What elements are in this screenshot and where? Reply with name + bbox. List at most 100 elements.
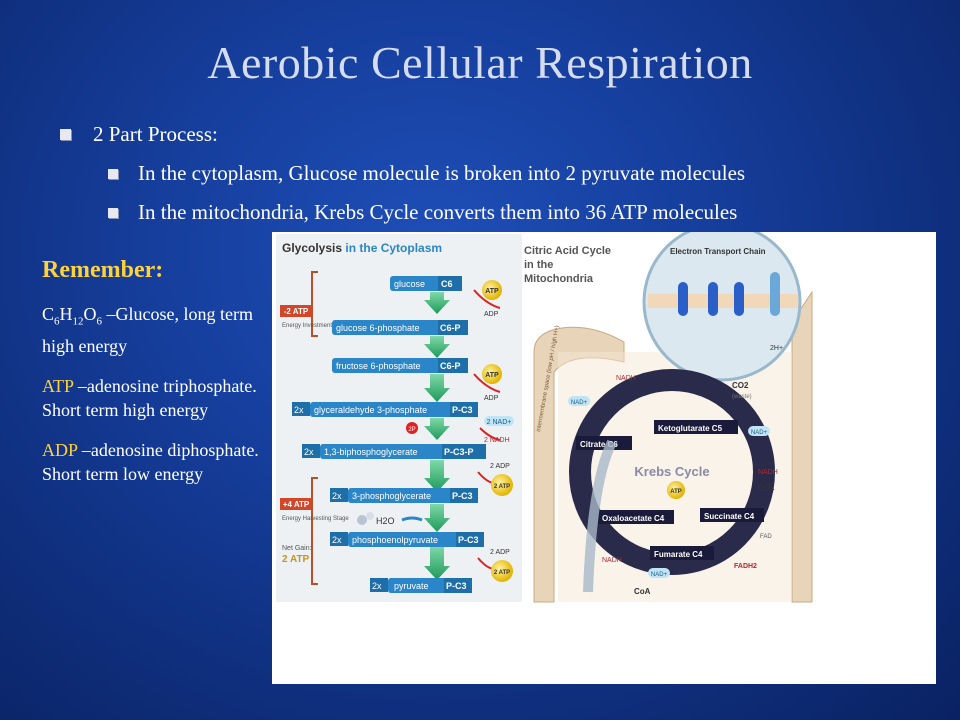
svg-text:+4 ATP: +4 ATP <box>283 500 310 509</box>
svg-text:ATP: ATP <box>670 489 682 495</box>
svg-text:ADP: ADP <box>484 311 499 318</box>
svg-text:Ketoglutarate C5: Ketoglutarate C5 <box>658 424 723 433</box>
svg-text:P-C3: P-C3 <box>452 491 473 501</box>
svg-text:Succinate C4: Succinate C4 <box>704 512 755 521</box>
glycolysis-title: Glycolysis in the Cytoplasm <box>282 241 442 255</box>
svg-text:Oxaloacetate C4: Oxaloacetate C4 <box>602 514 665 523</box>
svg-text:Energy Harvesting Stage: Energy Harvesting Stage <box>282 516 349 522</box>
respiration-diagram: Glycolysis in the Cytoplasm -2 ATP Energ… <box>272 222 936 684</box>
svg-text:2x: 2x <box>304 447 314 457</box>
bullet-item-main: 2 Part Process: <box>60 122 745 147</box>
step-1-3-biphosphoglycerate: 2x 1,3-biphosphoglycerate P-C3-P <box>302 444 486 459</box>
step-pyruvate: 2x pyruvate P-C3 <box>370 578 472 593</box>
svg-text:H2O: H2O <box>376 516 395 526</box>
slide-title: Aerobic Cellular Respiration <box>207 37 753 88</box>
svg-text:2 NADH: 2 NADH <box>484 437 510 444</box>
bullet-list: 2 Part Process: In the cytoplasm, Glucos… <box>60 122 745 225</box>
glucose-definition: C6H12O6 –Glucose, long term high energy <box>42 304 253 356</box>
svg-text:ADP: ADP <box>484 395 499 402</box>
sub-bullet-item: In the mitochondria, Krebs Cycle convert… <box>108 200 745 225</box>
square-bullet-icon <box>108 207 118 218</box>
atp-token-2: ATP ADP <box>473 364 502 402</box>
etc-inset: Electron Transport Chain 2H+ <box>642 222 802 382</box>
svg-text:2H+: 2H+ <box>770 345 783 352</box>
svg-text:Citrate C6: Citrate C6 <box>580 440 618 449</box>
svg-text:2 ATP: 2 ATP <box>494 570 510 576</box>
step-glucose-6-phosphate: glucose 6-phosphate C6-P <box>332 320 468 335</box>
svg-text:2 ADP: 2 ADP <box>490 463 510 470</box>
remember-box: Remember: C6H12O6 –Glucose, long term hi… <box>42 258 262 502</box>
svg-text:glucose 6-phosphate: glucose 6-phosphate <box>336 323 420 333</box>
step-glucose: glucose C6 <box>390 276 462 291</box>
svg-text:2 ADP: 2 ADP <box>490 549 510 556</box>
svg-text:2P: 2P <box>408 427 415 433</box>
sub-bullet-item: In the cytoplasm, Glucose molecule is br… <box>108 161 745 186</box>
svg-text:P-C3: P-C3 <box>452 405 473 415</box>
energy-harvesting-label: +4 ATP Energy Harvesting Stage Net Gain:… <box>280 498 349 565</box>
square-bullet-icon <box>60 129 71 140</box>
svg-text:Fumarate C4: Fumarate C4 <box>654 550 703 559</box>
svg-text:CO2: CO2 <box>758 483 775 492</box>
svg-text:CoA: CoA <box>634 587 651 596</box>
svg-text:C6: C6 <box>441 279 453 289</box>
svg-text:fructose 6-phosphate: fructose 6-phosphate <box>336 361 421 371</box>
svg-text:2 ATP: 2 ATP <box>494 484 510 490</box>
svg-text:NADH: NADH <box>602 557 622 564</box>
svg-text:ATP: ATP <box>485 288 499 295</box>
svg-text:2 ATP: 2 ATP <box>282 554 310 565</box>
svg-text:P-C3: P-C3 <box>446 581 467 591</box>
adp-atp-token-2: 2 ADP 2 ATP <box>477 549 513 582</box>
svg-text:NAD+: NAD+ <box>651 572 668 578</box>
svg-text:2x: 2x <box>372 581 382 591</box>
square-bullet-icon <box>108 168 118 179</box>
svg-text:P-C3-P: P-C3-P <box>444 447 474 457</box>
svg-text:glucose: glucose <box>394 279 425 289</box>
atp-token-1: ATP ADP <box>473 280 502 318</box>
svg-text:FAD: FAD <box>760 534 772 540</box>
energy-investment-label: -2 ATP Energy Investment Stage <box>280 305 350 329</box>
svg-text:NAD+: NAD+ <box>751 430 768 436</box>
svg-text:C6-P: C6-P <box>440 361 461 371</box>
step-phosphoenolpyruvate: 2x phosphoenolpyruvate P-C3 <box>330 532 484 547</box>
atp-definition: ATP –adenosine triphosphate. Short term … <box>42 375 257 420</box>
step-fructose-6-phosphate: fructose 6-phosphate C6-P <box>332 358 468 373</box>
step-3-phosphoglycerate: 2x 3-phosphoglycerate P-C3 <box>330 488 478 503</box>
krebs-cycle: Krebs Cycle <box>569 369 775 575</box>
nad-nadh-token: 2 NAD+ 2 NADH 2P <box>406 416 514 444</box>
svg-text:CO2: CO2 <box>732 381 749 390</box>
svg-text:2x: 2x <box>294 405 304 415</box>
water-token: H2O <box>357 512 423 526</box>
adp-definition: ADP –adenosine diphosphate. Short term l… <box>42 439 259 484</box>
sub-bullet-text: In the cytoplasm, Glucose molecule is br… <box>138 161 746 185</box>
svg-text:Net Gain:: Net Gain: <box>282 545 312 552</box>
svg-text:C6-P: C6-P <box>440 323 461 333</box>
svg-text:pyruvate: pyruvate <box>394 581 429 591</box>
svg-text:NAD+: NAD+ <box>571 400 588 406</box>
svg-text:2x: 2x <box>332 491 342 501</box>
step-glyceraldehyde-3-phosphate: 2x glyceraldehyde 3-phosphate P-C3 <box>292 402 478 417</box>
svg-text:Electron Transport Chain: Electron Transport Chain <box>670 247 766 256</box>
svg-text:2 NAD+: 2 NAD+ <box>487 419 512 426</box>
bullet-text: 2 Part Process: <box>93 122 218 146</box>
svg-text:-2 ATP: -2 ATP <box>284 307 309 316</box>
svg-text:ATP: ATP <box>485 372 499 379</box>
svg-text:FADH2: FADH2 <box>734 563 757 570</box>
remember-heading: Remember: <box>42 257 164 283</box>
krebs-products: NADH NAD+ CO2 (waste) NAD+ NADH CO2 ATP … <box>568 375 778 596</box>
svg-text:1,3-biphosphoglycerate: 1,3-biphosphoglycerate <box>324 447 418 457</box>
svg-text:Krebs Cycle: Krebs Cycle <box>634 464 709 479</box>
svg-text:3-phosphoglycerate: 3-phosphoglycerate <box>352 491 431 501</box>
svg-text:P-C3: P-C3 <box>458 535 479 545</box>
svg-text:glyceraldehyde 3-phosphate: glyceraldehyde 3-phosphate <box>314 405 427 415</box>
adp-atp-token-1: 2 ADP 2 ATP <box>477 463 513 496</box>
krebs-labels: Citrate C6 Ketoglutarate C5 Oxaloacetate… <box>576 420 764 560</box>
svg-text:Energy Investment Stage: Energy Investment Stage <box>282 323 350 329</box>
svg-text:(waste): (waste) <box>732 394 752 400</box>
svg-text:2x: 2x <box>332 535 342 545</box>
svg-text:NADH: NADH <box>758 469 778 476</box>
glycolysis-flow-arrows <box>424 292 450 580</box>
sub-bullet-text: In the mitochondria, Krebs Cycle convert… <box>138 200 738 224</box>
svg-text:NADH: NADH <box>616 375 636 382</box>
svg-text:phosphoenolpyruvate: phosphoenolpyruvate <box>352 535 438 545</box>
